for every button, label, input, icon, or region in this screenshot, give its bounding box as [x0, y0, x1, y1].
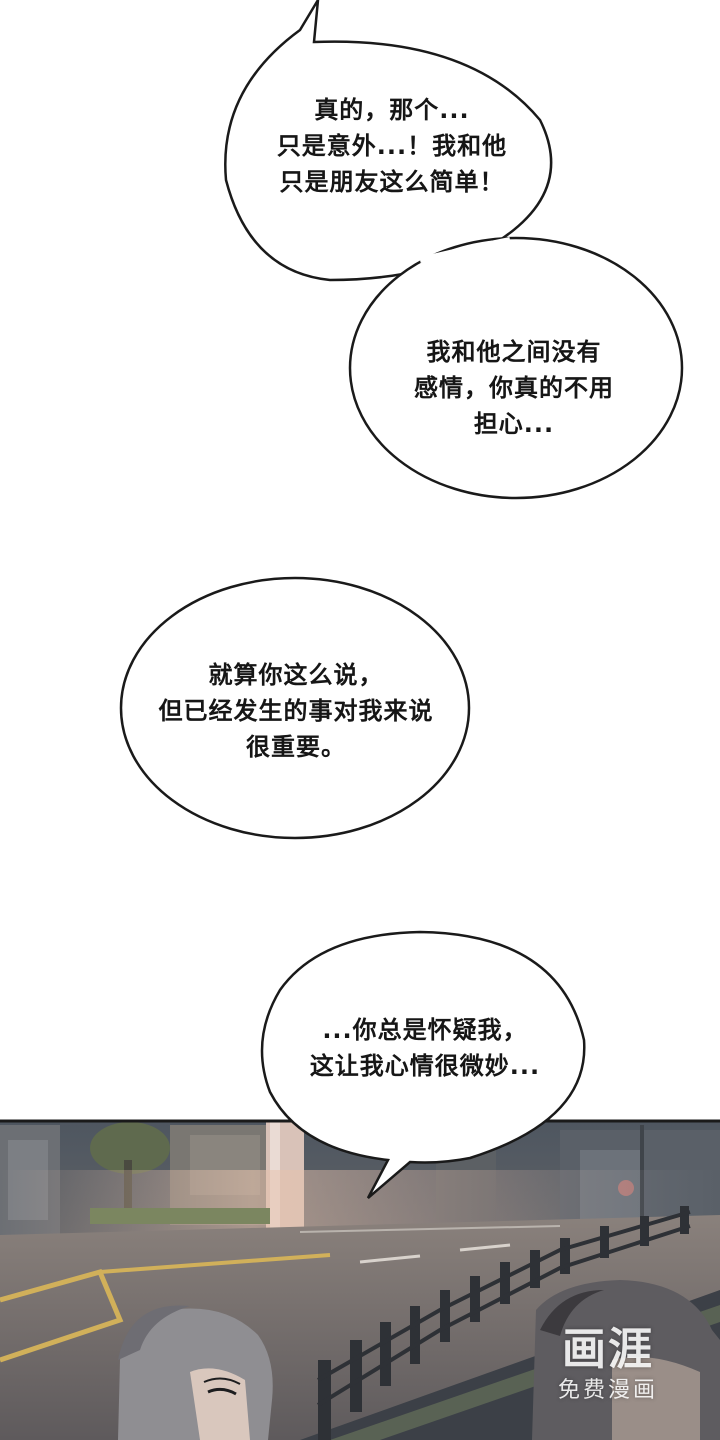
bubble-3-text: 就算你这么说， 但已经发生的事对我来说 很重要。	[126, 657, 466, 765]
bubble-2-line-1: 我和他之间没有	[426, 338, 602, 366]
bubble-3-line-1: 就算你这么说，	[208, 661, 384, 689]
bubble-2-line-2: 感情，你真的不用	[414, 374, 614, 402]
speech-bubble-4	[260, 930, 586, 1199]
bubble-4-line-2: 这让我心情很微妙...	[309, 1052, 541, 1080]
character-left	[118, 1305, 273, 1440]
bubble-1-line-1: 真的，那个...	[314, 96, 470, 124]
bubble-4-line-1: ...你总是怀疑我，	[322, 1016, 528, 1044]
character-right	[532, 1280, 720, 1440]
speech-bubble-3	[119, 576, 471, 840]
bubble-2-text: 我和他之间没有 感情，你真的不用 担心...	[364, 334, 664, 442]
watermark: 画涯 免费漫画	[558, 1324, 658, 1406]
bubble-2-line-3: 担心...	[473, 410, 555, 438]
watermark-subtitle: 免费漫画	[557, 1378, 658, 1403]
watermark-logo: 画涯	[561, 1324, 654, 1375]
bubble-4-text: ...你总是怀疑我， 这让我心情很微妙...	[270, 1012, 580, 1084]
speech-bubble-2	[348, 236, 684, 500]
bubble-1-line-2: 只是意外...！我和他	[276, 132, 508, 160]
bubble-3-line-3: 很重要。	[246, 733, 346, 761]
bubble-1-text: 真的，那个... 只是意外...！我和他 只是朋友这么简单！	[232, 92, 552, 200]
bubble-1-line-3: 只是朋友这么简单！	[279, 168, 505, 196]
bubble-3-line-2: 但已经发生的事对我来说	[158, 697, 434, 725]
